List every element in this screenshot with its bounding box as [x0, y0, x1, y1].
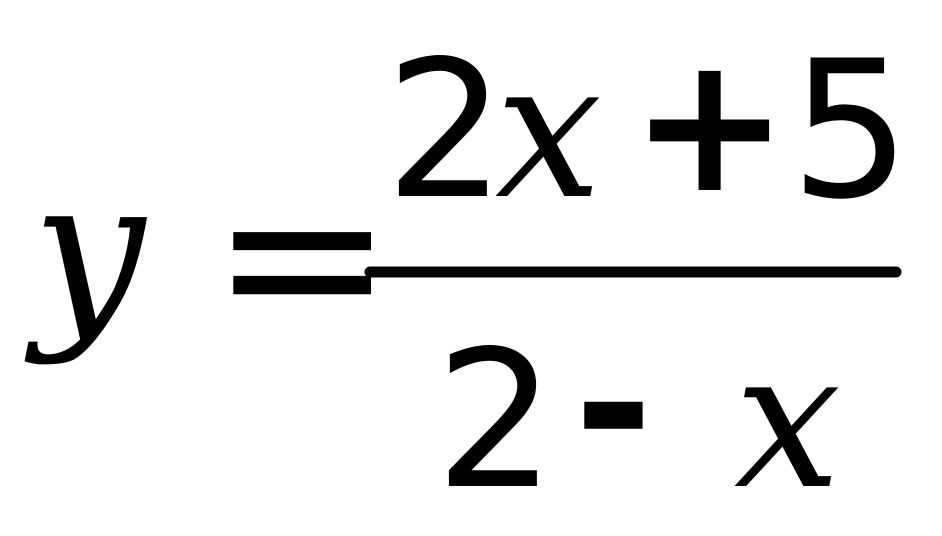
- denominator-constant: 2: [435, 310, 556, 531]
- numerator-constant: 5: [790, 20, 911, 241]
- numerator-variable: x: [495, 20, 602, 241]
- denominator-operator: -: [574, 294, 653, 515]
- lhs-variable: y: [24, 135, 148, 368]
- equals-sign: =: [210, 128, 394, 384]
- numerator: 2 x + 5: [385, 14, 911, 241]
- numerator-coefficient: 2: [385, 20, 506, 241]
- denominator-variable: x: [734, 310, 841, 531]
- numerator-operator: +: [630, 14, 789, 235]
- denominator: 2 - x: [435, 294, 841, 531]
